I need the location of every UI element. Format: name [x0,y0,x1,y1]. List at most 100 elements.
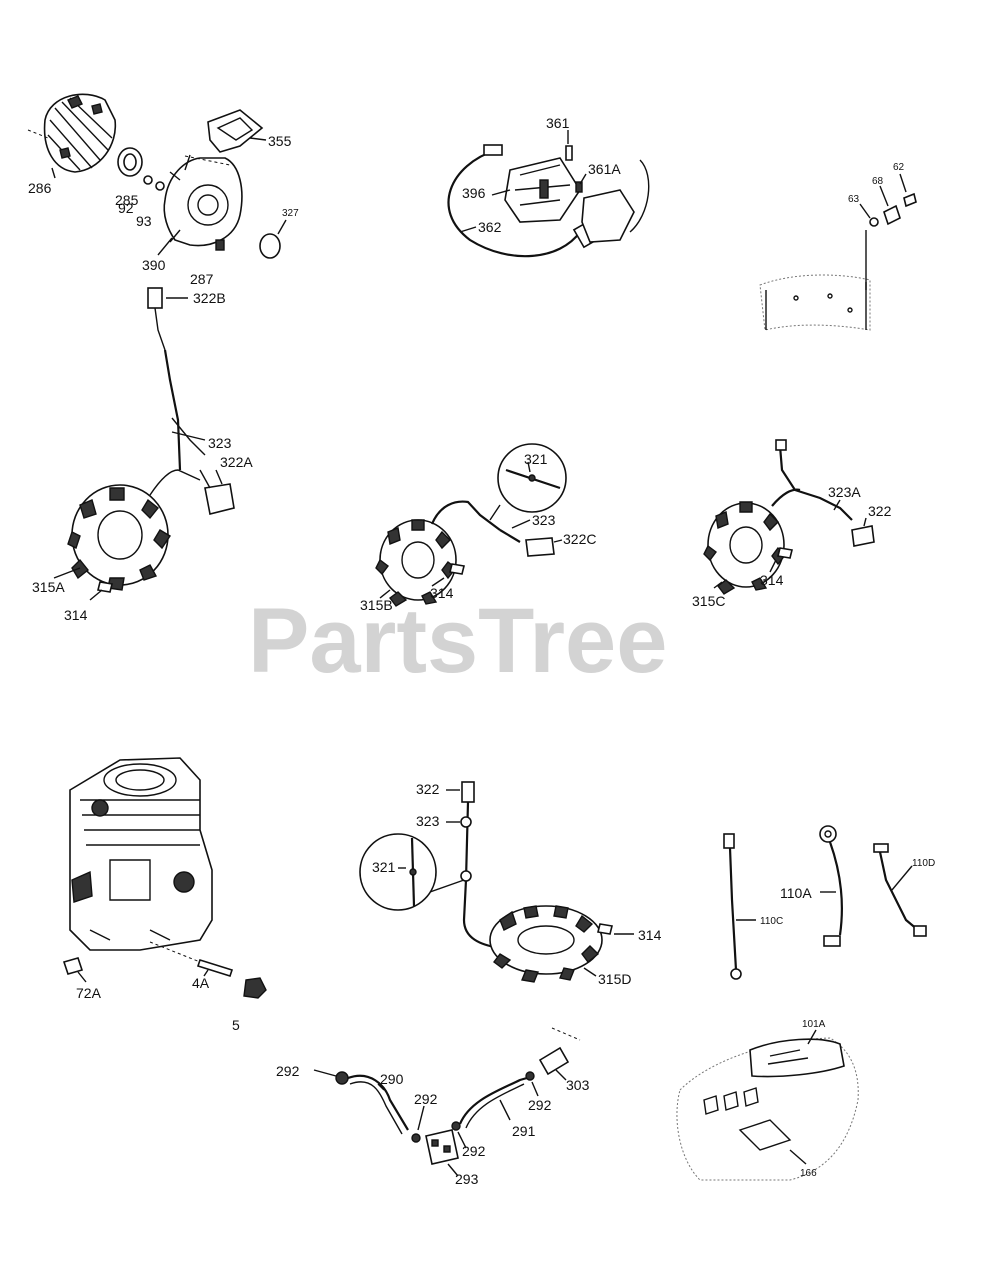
label-166[interactable]: 166 [800,1168,817,1179]
part-314-screw-c[interactable] [777,547,793,559]
part-4A-stud[interactable] [149,941,234,977]
label-322a[interactable]: 322 [868,503,892,519]
label-287[interactable]: 287 [190,271,214,287]
part-323-harness-a[interactable] [163,349,206,471]
part-361A-coil-connector[interactable] [575,159,650,243]
part-290-fuel-line[interactable] [347,1074,409,1135]
part-292-clamp-b[interactable] [411,1133,421,1143]
part-361-screw[interactable] [565,145,573,161]
part-110D-wire[interactable] [873,843,927,937]
part-72A-bolt[interactable] [62,957,84,975]
part-engine-block[interactable] [69,757,213,951]
part-92-washer[interactable] [143,175,153,185]
part-5-nut[interactable] [243,977,267,999]
label-323a[interactable]: 323 [208,435,232,451]
part-285-bearing[interactable] [117,147,143,177]
part-314-screw-d[interactable] [597,923,613,935]
label-390[interactable]: 390 [142,257,166,273]
label-110C[interactable]: 110C [760,916,783,927]
part-315B-alternator[interactable] [375,500,501,607]
label-314a[interactable]: 314 [64,607,88,623]
label-322A[interactable]: 322A [220,454,253,470]
part-101A-cover[interactable] [749,1038,845,1078]
part-322A-connector[interactable] [199,469,235,515]
label-355[interactable]: 355 [268,133,292,149]
label-72A[interactable]: 72A [76,985,102,1001]
part-292-clamp-d[interactable] [451,1121,461,1131]
label-291[interactable]: 291 [512,1123,536,1139]
label-315C[interactable]: 315C [692,593,725,609]
label-292b[interactable]: 292 [414,1091,438,1107]
label-361A[interactable]: 361A [588,161,621,177]
part-62-screw[interactable] [903,192,917,208]
part-322-connector-c[interactable] [851,525,875,547]
label-286[interactable]: 286 [28,180,52,196]
part-63-nut[interactable] [869,217,879,227]
label-321a[interactable]: 321 [524,451,548,467]
label-327[interactable]: 327 [282,208,299,219]
part-321-inset-b[interactable] [359,833,465,911]
part-355-air-guide[interactable] [207,109,264,153]
part-322C-connector[interactable] [525,537,555,557]
label-315A[interactable]: 315A [32,579,65,595]
label-292c[interactable]: 292 [528,1097,552,1113]
label-303[interactable]: 303 [566,1077,590,1093]
part-93-nut[interactable] [155,181,165,191]
label-314c[interactable]: 314 [760,572,784,588]
label-314d[interactable]: 314 [638,927,662,943]
label-323c[interactable]: 323 [416,813,440,829]
label-361[interactable]: 361 [546,115,570,131]
label-63[interactable]: 63 [848,194,860,205]
part-166-shroud[interactable] [676,1037,859,1181]
part-287-bolt[interactable] [215,239,225,251]
part-321-inset-a[interactable] [489,443,567,521]
label-285[interactable]: 285 [115,192,139,208]
label-110A[interactable]: 110A [780,885,812,901]
label-290[interactable]: 290 [380,1071,404,1087]
label-315B[interactable]: 315B [360,597,393,613]
part-292-clamp-a[interactable] [335,1071,349,1085]
part-322B-connector[interactable] [147,287,166,351]
label-92[interactable]: 92 [118,200,134,216]
part-291-fuel-line[interactable] [458,1074,535,1129]
part-323-harness-b[interactable] [499,529,521,543]
label-322B[interactable]: 322B [193,290,226,306]
part-292-clamp-c[interactable] [525,1071,535,1081]
part-315D-alternator[interactable] [489,905,603,983]
label-292d[interactable]: 292 [462,1143,486,1159]
part-396-ignition-module[interactable] [504,157,581,223]
part-323A-harness[interactable] [775,439,853,521]
part-110A-wire[interactable] [819,825,844,947]
label-101A[interactable]: 101A [802,1019,826,1030]
label-323A[interactable]: 323A [828,484,861,500]
label-93[interactable]: 93 [136,213,152,229]
label-321b[interactable]: 321 [372,859,396,875]
label-293[interactable]: 293 [455,1171,479,1187]
label-323b[interactable]: 323 [532,512,556,528]
label-362[interactable]: 362 [478,219,502,235]
label-322C[interactable]: 322C [563,531,596,547]
part-315A-alternator[interactable] [67,469,201,591]
part-315C-alternator[interactable] [703,488,801,595]
part-390-blower-housing[interactable] [163,154,243,247]
label-62[interactable]: 62 [893,162,905,173]
label-396[interactable]: 396 [462,185,486,201]
part-68-bracket[interactable] [883,204,901,226]
part-314-screw-a[interactable] [97,581,113,593]
label-315D[interactable]: 315D [598,971,631,987]
part-322-connector-d[interactable] [461,781,475,803]
part-327-gasket[interactable] [259,233,281,259]
label-5[interactable]: 5 [232,1017,240,1033]
part-314-screw-b[interactable] [449,563,465,575]
part-shroud-panel[interactable] [759,230,871,331]
label-4A[interactable]: 4A [192,975,210,991]
part-303-fitting[interactable] [538,1027,581,1076]
label-68[interactable]: 68 [872,176,884,187]
label-314b[interactable]: 314 [430,585,454,601]
part-293-fuel-pump[interactable] [425,1129,459,1165]
part-110C-wire[interactable] [723,833,742,980]
label-322b[interactable]: 322 [416,781,440,797]
label-110D[interactable]: 110D [912,858,935,869]
part-286-screen[interactable] [43,93,117,173]
label-292a[interactable]: 292 [276,1063,300,1079]
